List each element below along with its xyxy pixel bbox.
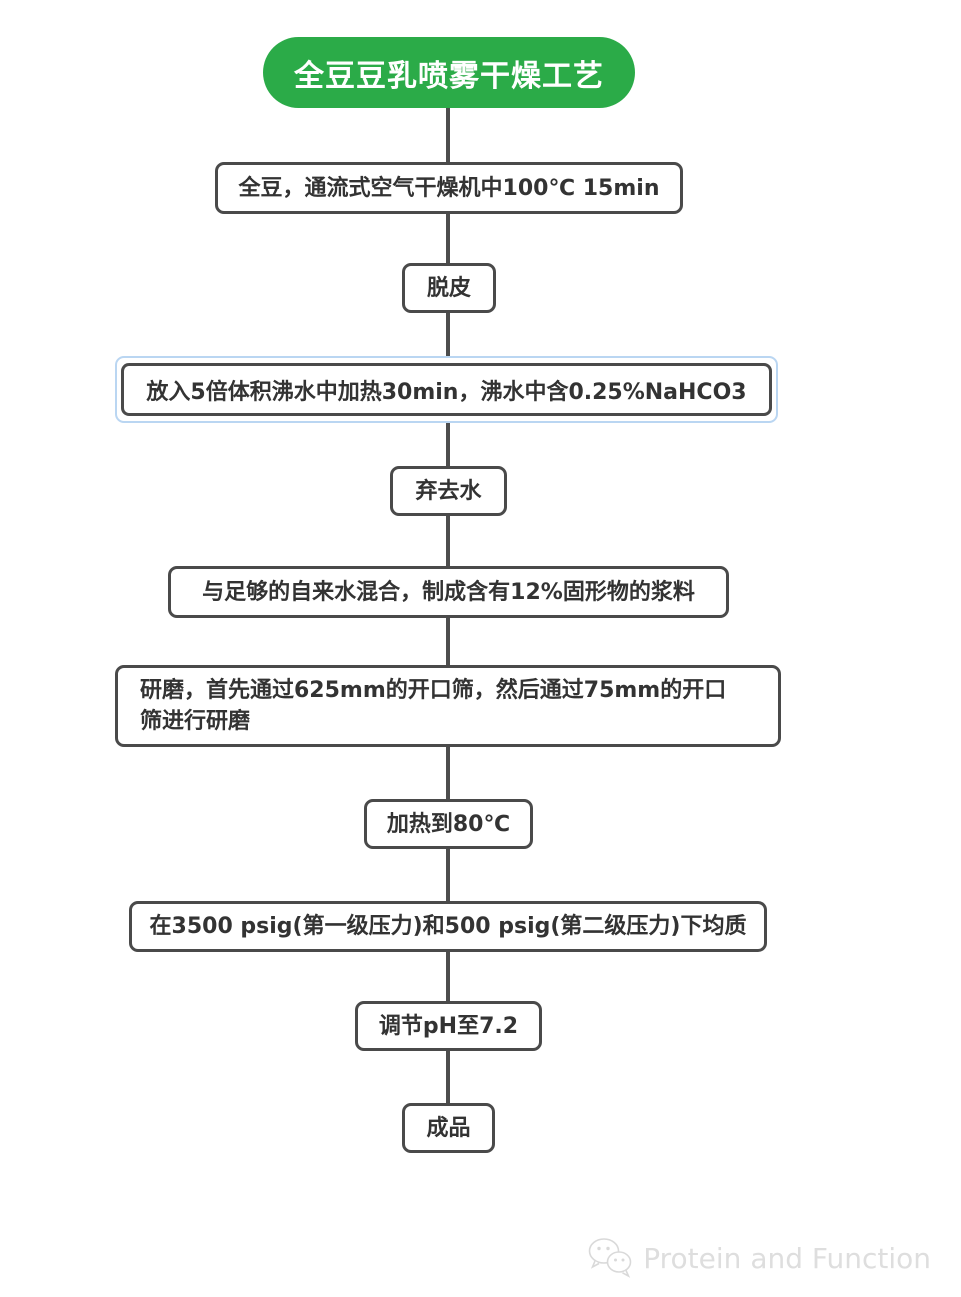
node-adjust-ph[interactable]: 调节pH至7.2	[355, 1001, 542, 1051]
flowchart-title-node[interactable]: 全豆豆乳喷雾干燥工艺	[263, 37, 635, 108]
node-whole-bean-drying[interactable]: 全豆，通流式空气干燥机中100℃ 15min	[215, 162, 683, 214]
node-boiling-selection-highlight[interactable]: 放入5倍体积沸水中加热30min，沸水中含0.25%NaHCO3	[115, 356, 778, 423]
node-drain-water[interactable]: 弃去水	[390, 466, 507, 516]
node-dehulling[interactable]: 脱皮	[402, 263, 496, 313]
watermark-text: Protein and Function	[643, 1241, 931, 1275]
flowchart-title-label: 全豆豆乳喷雾干燥工艺	[294, 58, 604, 94]
node-final-product[interactable]: 成品	[402, 1103, 495, 1153]
node-grinding[interactable]: 研磨，首先通过625mm的开口筛，然后通过75mm的开口 筛进行研磨	[115, 665, 781, 747]
node-heat-to-80c[interactable]: 加热到80℃	[364, 799, 533, 849]
node-mix-tap-water[interactable]: 与足够的自来水混合，制成含有12%固形物的浆料	[168, 566, 729, 618]
node-homogenization[interactable]: 在3500 psig(第一级压力)和500 psig(第二级压力)下均质	[129, 901, 767, 952]
wechat-icon	[586, 1236, 634, 1280]
watermark: Protein and Function	[586, 1236, 931, 1280]
node-boiling[interactable]: 放入5倍体积沸水中加热30min，沸水中含0.25%NaHCO3	[121, 363, 772, 416]
